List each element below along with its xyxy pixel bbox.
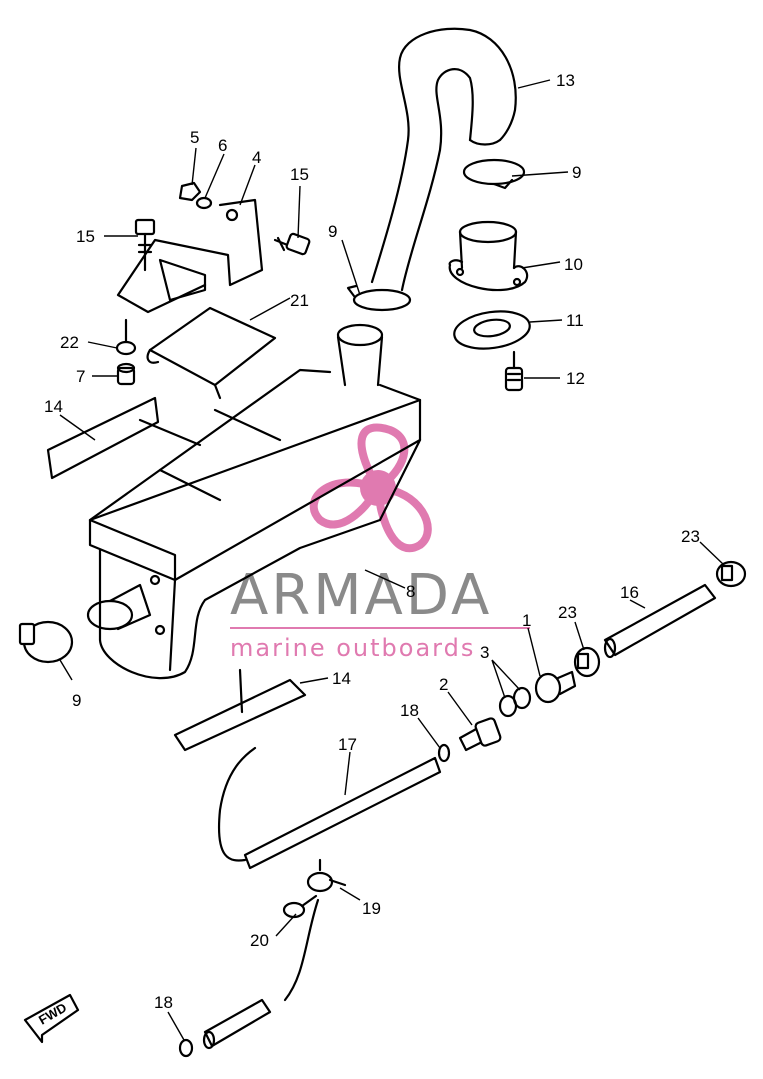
callout-14-upper: 14 [44,397,63,416]
part-14-damper-lower [173,668,307,752]
callout-9-mid: 9 [328,222,337,241]
callout-19: 19 [362,899,381,918]
callout-23-mid: 23 [558,603,577,622]
armada-logo: ARMADA marine outboards [230,423,530,662]
callout-13: 13 [556,71,575,90]
callout-16: 16 [620,583,639,602]
callout-2: 2 [439,675,448,694]
callout-5: 5 [190,128,199,147]
part-12-bolt [504,350,524,392]
callout-17: 17 [338,735,357,754]
brand-tagline: marine outboards [230,634,475,662]
part-3-washers [498,686,532,718]
callout-23-right: 23 [681,527,700,546]
callout-12: 12 [566,369,585,388]
part-1-fitting [534,670,577,704]
part-5-nut [178,181,202,202]
part-18-clip-mid [437,743,451,763]
callout-10: 10 [564,255,583,274]
callout-14-lower: 14 [332,669,351,688]
fwd-arrow-icon: FWD [23,993,80,1044]
part-9-clamp-mid [346,284,412,312]
callout-11: 11 [566,311,584,330]
callout-1: 1 [522,611,531,630]
propeller-hub [360,470,396,506]
callout-15-right: 15 [290,165,309,184]
callout-8: 8 [406,582,415,601]
callout-18-bottom: 18 [154,993,173,1012]
callout-6: 6 [218,136,227,155]
callout-9-left: 9 [72,691,81,710]
part-23-clamp-mid [573,646,601,678]
part-16-hose [603,583,717,659]
part-22-washer [115,318,137,356]
part-15-bolt-right [273,232,311,256]
part-8-muffler [86,323,422,680]
callout-7: 7 [76,367,85,386]
part-14-damper-upper [46,396,160,480]
callout-15-left: 15 [76,227,95,246]
part-15-bolt-left [134,218,156,272]
part-4-bracket [116,198,264,314]
callout-numbers: 13 9 10 11 12 9 5 6 4 15 15 21 22 7 14 8… [44,71,700,1012]
leader-lines [59,79,725,1041]
callout-4: 4 [252,148,261,167]
part-19-elbow [306,858,347,893]
part-13-hose [370,27,517,292]
callout-3: 3 [480,643,489,662]
part-10-joint [448,220,529,292]
callout-21: 21 [290,291,309,310]
part-2-nipple [458,717,502,752]
part-18-clip-bottom [178,1038,194,1058]
part-20-screw [282,894,318,919]
brand-name: ARMADA [230,563,492,628]
part-9-clamp-top [462,158,526,190]
callout-22: 22 [60,333,79,352]
part-17-hose [217,746,442,870]
part-21-cover [146,306,277,400]
callout-18-mid: 18 [400,701,419,720]
callout-20: 20 [250,931,269,950]
part-23-clamp-right [715,560,747,588]
part-9-clamp-left [18,620,74,664]
part-6-washer [195,196,213,210]
callout-9-top: 9 [572,163,581,182]
part-11-gasket [453,310,531,350]
part-7-collar [116,362,136,386]
part-hose-lower [202,898,320,1050]
